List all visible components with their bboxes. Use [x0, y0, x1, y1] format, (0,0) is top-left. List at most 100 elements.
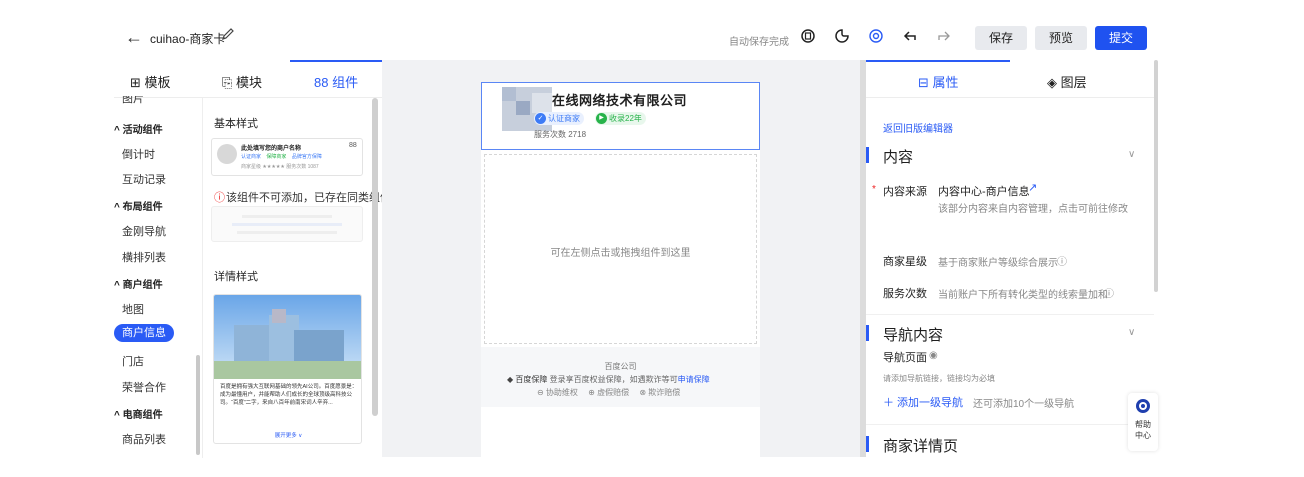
nav-hint: 请添加导航链接，链接均为必填	[883, 374, 995, 383]
component-item[interactable]: 倒计时	[122, 149, 155, 161]
active-tab-indicator	[290, 60, 382, 62]
component-icon: 88	[314, 75, 329, 90]
component-item[interactable]: 荣誉合作	[122, 382, 166, 394]
tab-template[interactable]: ⊞ 模板	[130, 72, 171, 91]
tab-template-label: 模板	[144, 75, 171, 90]
footer-service-item[interactable]: ⊕ 虚假赔偿	[588, 388, 630, 397]
back-arrow-icon[interactable]: ←	[125, 27, 143, 47]
eye-icon[interactable]: ◉	[929, 350, 938, 361]
avatar	[217, 144, 237, 164]
shield-icon: ◆	[507, 375, 514, 384]
component-item[interactable]: 互动记录	[122, 174, 166, 186]
qr-icon: 88	[349, 142, 357, 149]
component-item[interactable]: 商品列表	[122, 434, 166, 446]
footer-guarantee: ◆ 百度保障 登录享百度权益保障，如遇欺诈等可申请保障	[507, 375, 710, 384]
content-source-note: 该部分内容来自内容管理，点击可前往修改	[938, 204, 1128, 215]
footer-service-item[interactable]: ⊖ 协助维权	[537, 388, 578, 397]
merchant-name: 此处填写您的商户名称	[241, 146, 302, 152]
tab-properties-label: 属性	[932, 75, 959, 90]
tab-properties[interactable]: ⊟ 属性	[918, 72, 959, 91]
autosave-status: 自动保存完成	[729, 37, 789, 48]
component-item-active[interactable]: 商户信息	[114, 324, 174, 342]
section-divider	[866, 424, 1154, 425]
content-source-label: 内容来源	[883, 186, 927, 198]
tab-module[interactable]: ⎘ 模块	[222, 72, 262, 91]
redo-icon[interactable]	[936, 28, 952, 44]
help-center-label: 帮助中心	[1135, 420, 1151, 440]
tab-divider	[114, 97, 382, 98]
add-nav-button[interactable]: ＋ 添加一级导航	[883, 397, 964, 409]
category-merchant[interactable]: ^ 商户组件	[114, 280, 163, 291]
required-mark: *	[872, 184, 876, 195]
tab-divider	[866, 97, 1154, 98]
merchant-info-component[interactable]: 在线网络技术有限公司 ✓ 认证商家 ▶ 收录22年 服务次数 2718	[481, 82, 760, 150]
external-link-icon[interactable]: ↗	[1028, 182, 1038, 194]
record-icon[interactable]	[800, 28, 816, 44]
play-icon: ▶	[596, 113, 607, 124]
component-item[interactable]: 横排列表	[122, 252, 166, 264]
page-title: cuihao-商家卡	[150, 32, 226, 46]
building-photo	[214, 295, 361, 379]
section-nav-heading: 导航内容	[883, 327, 944, 344]
component-item[interactable]: 金刚导航	[122, 226, 166, 238]
back-to-old-editor-link[interactable]: 返回旧版编辑器	[883, 124, 953, 135]
properties-icon: ⊟	[918, 75, 929, 90]
save-button[interactable]: 保存	[975, 26, 1027, 50]
cut-off-item: 图片	[122, 96, 144, 104]
disabled-component-preview	[211, 206, 363, 242]
active-tab-indicator	[866, 60, 1010, 62]
badge: 保障商家	[266, 154, 287, 160]
section-marker	[866, 325, 869, 341]
nav-page-label: 导航页面	[883, 352, 927, 364]
apply-guarantee-link[interactable]: 申请保障	[677, 375, 710, 384]
layers-icon: ◈	[1047, 75, 1057, 90]
rating-label: 商家星级	[883, 256, 927, 268]
section-marker	[866, 436, 869, 452]
tab-component-label: 组件	[332, 75, 359, 90]
category-activity[interactable]: ^ 活动组件	[114, 125, 163, 136]
component-scrollbar[interactable]	[372, 98, 378, 416]
rating-row: 商家星级 ★★★★★ 服务次数 1087	[241, 164, 319, 170]
service-count-note: 当前账户下所有转化类型的线索量加和	[938, 290, 1108, 301]
category-scrollbar[interactable]	[196, 355, 200, 455]
section-divider	[866, 314, 1154, 315]
preview-button[interactable]: 预览	[1035, 26, 1087, 50]
category-layout[interactable]: ^ 布局组件	[114, 202, 163, 213]
drop-zone[interactable]	[484, 154, 757, 344]
submit-button[interactable]: 提交	[1095, 26, 1147, 50]
help-center-widget[interactable]: 帮助中心	[1128, 393, 1158, 451]
page-footer: 百度公司 ◆ 百度保障 登录享百度权益保障，如遇欺诈等可申请保障 ⊖ 协助维权 …	[481, 347, 760, 407]
category-ecommerce[interactable]: ^ 电商组件	[114, 410, 163, 421]
component-item[interactable]: 地图	[122, 304, 144, 316]
footer-service-item[interactable]: ⊗ 欺诈赔偿	[639, 388, 681, 397]
tab-layers-label: 图层	[1060, 75, 1087, 90]
right-panel-divider	[860, 60, 866, 457]
help-circle-icon[interactable]: ⓘ	[1057, 257, 1067, 268]
left-panel	[114, 60, 382, 457]
badge: 品牌官方保障	[291, 154, 322, 160]
verified-icon: ✓	[535, 113, 546, 124]
right-panel	[866, 60, 1154, 457]
category-divider	[202, 98, 203, 458]
chevron-down-icon[interactable]: ∨	[1128, 327, 1136, 338]
component-item[interactable]: 门店	[122, 356, 144, 368]
content-source-value: 内容中心-商户信息	[938, 186, 1030, 198]
tab-component[interactable]: 88 组件	[314, 72, 358, 91]
chevron-down-icon[interactable]: ∨	[1128, 149, 1136, 160]
merchant-card-detail-preview[interactable]: 百度是拥有强大互联网基础的领先AI公司。百度愿景是：成为最懂用户，并能帮助人们成…	[213, 294, 362, 444]
badge: 认证商家	[241, 154, 262, 160]
tab-layers[interactable]: ◈ 图层	[1047, 72, 1087, 91]
undo-icon[interactable]	[902, 28, 918, 44]
merchant-card-basic-preview[interactable]: 此处填写您的商户名称 88 认证商家 保障商家 品牌官方保障 商家星级 ★★★★…	[211, 138, 363, 176]
template-icon: ⊞	[130, 75, 141, 90]
right-panel-scrollbar[interactable]	[1154, 60, 1158, 292]
expand-more-link[interactable]: 展开更多 ∨	[274, 433, 303, 439]
footer-service-row: ⊖ 协助维权 ⊕ 虚假赔偿 ⊗ 欺诈赔偿	[537, 387, 680, 398]
years-badge: ▶ 收录22年	[595, 112, 646, 125]
settings-target-icon[interactable]	[868, 28, 884, 44]
verified-badge: ✓ 认证商家	[534, 112, 584, 125]
edit-title-icon[interactable]	[221, 27, 235, 44]
palette-icon[interactable]	[834, 28, 850, 44]
service-count: 服务次数 2718	[534, 130, 587, 139]
help-circle-icon[interactable]: ⓘ	[1104, 289, 1114, 300]
